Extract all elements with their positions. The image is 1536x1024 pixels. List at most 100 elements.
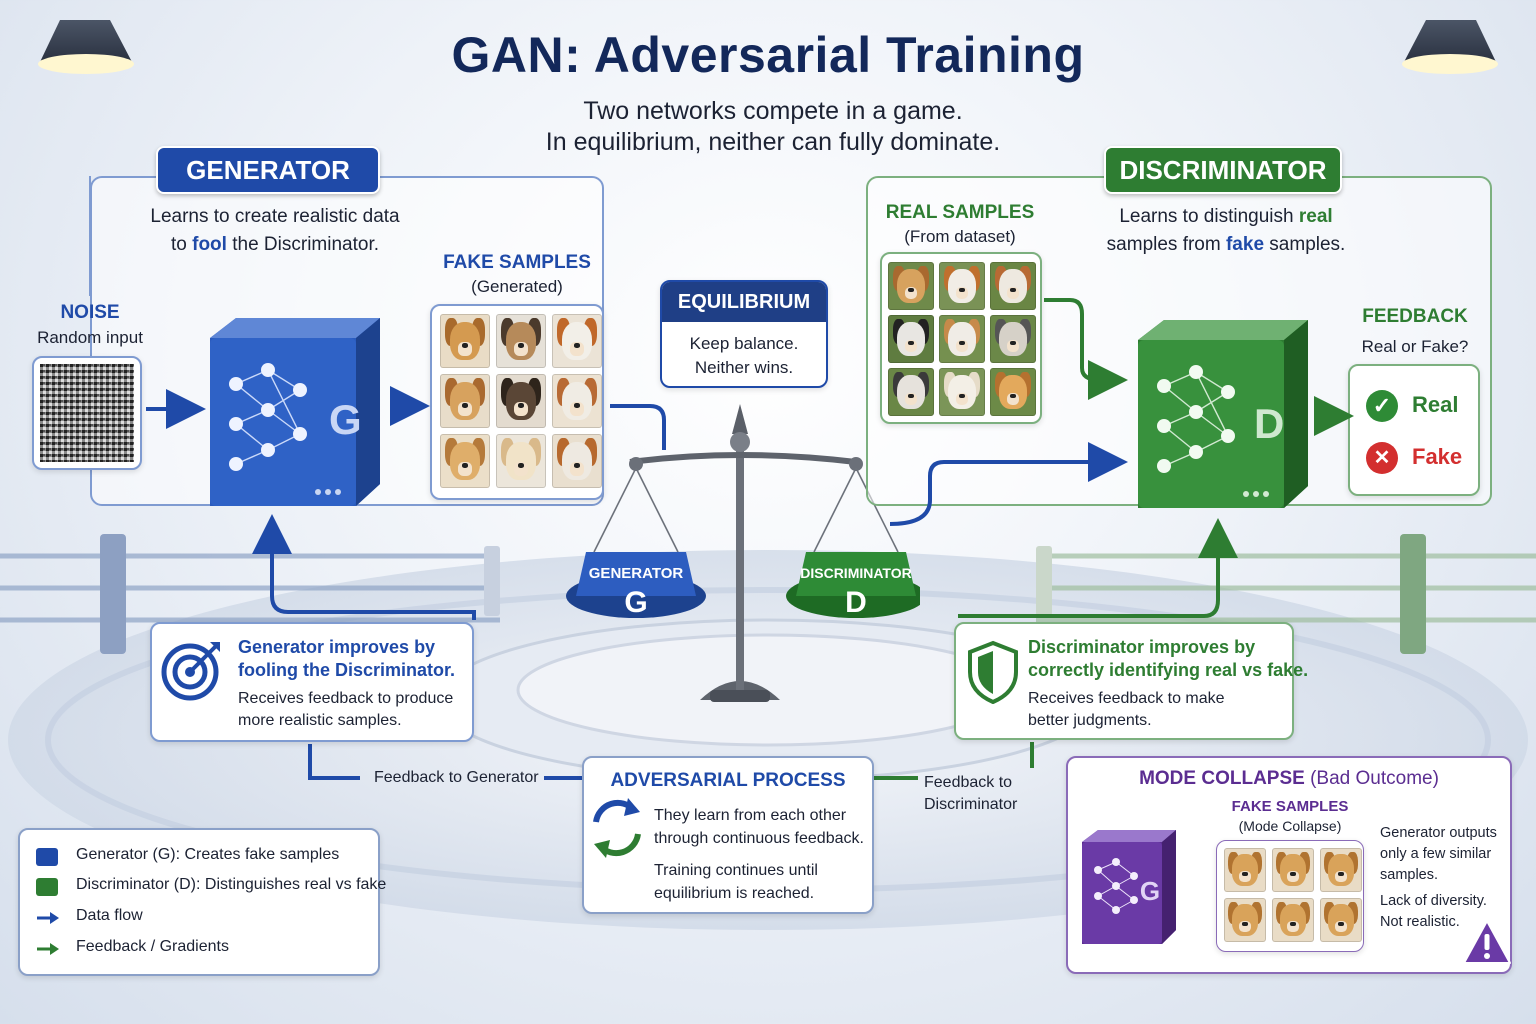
subtitle-line-1: Two networks compete in a game.	[583, 97, 963, 125]
mode-collapse-title-suffix: (Bad Outcome)	[1304, 768, 1439, 789]
mode-collapse-heading: MODE COLLAPSE (Bad Outcome)	[1068, 768, 1510, 790]
discriminator-network-block: D	[1138, 320, 1308, 508]
noise-image	[40, 364, 134, 462]
discriminator-improves-text: Discriminator improves by correctly iden…	[1028, 636, 1308, 732]
mode-collapse-sample-image	[1272, 898, 1314, 942]
real-sample-image	[888, 262, 934, 310]
discriminator-heading: DISCRIMINATOR	[1104, 146, 1342, 194]
real-samples-title: REAL SAMPLES	[885, 202, 1035, 223]
real-sample-image	[888, 368, 934, 416]
mode-collapse-samples-title: FAKE SAMPLES	[1231, 798, 1349, 815]
feedback-sublabel: Real or Fake?	[1361, 337, 1469, 356]
fake-sample-image	[552, 434, 602, 488]
feedback-title: FEEDBACK	[1362, 306, 1468, 327]
scale-left-label: GENERATOR	[589, 565, 684, 582]
real-sample-image	[939, 315, 985, 363]
real-sample-image	[990, 262, 1036, 310]
generator-network-block: G	[210, 318, 380, 506]
scale-left-letter: G	[624, 586, 647, 619]
mode-collapse-sample-image	[1224, 848, 1266, 892]
real-samples-label: REAL SAMPLES (From dataset)	[876, 202, 1044, 247]
adversarial-process-heading: ADVERSARIAL PROCESS	[610, 770, 846, 791]
mode-collapse-note2-line-2: Not realistic.	[1380, 914, 1460, 930]
adversarial-body1-line-1: They learn from each other	[654, 807, 847, 824]
subtitle-line-2: In equilibrium, neither can fully domina…	[545, 128, 1001, 156]
fake-sample-image	[440, 434, 490, 488]
noise-sublabel: Random input	[37, 328, 143, 347]
fake-sample-image	[496, 374, 546, 428]
fake-samples-grid	[440, 314, 602, 488]
discriminator-description-end: samples.	[1264, 234, 1346, 255]
mode-collapse-notes: Generator outputs only a few similar sam…	[1380, 823, 1504, 933]
mode-collapse-samples-sublabel: (Mode Collapse)	[1238, 818, 1342, 834]
generator-description-end: the Discriminator.	[226, 234, 379, 255]
fake-sample-image	[440, 314, 490, 368]
mode-collapse-sample-image	[1272, 848, 1314, 892]
mode-collapse-sample-image	[1320, 898, 1362, 942]
legend-label: Discriminator (D): Distinguishes real vs…	[76, 876, 387, 893]
scale-right-label: DISCRIMINATOR	[800, 565, 911, 581]
adversarial-body2-line-2: equilibrium is reached.	[654, 885, 815, 902]
discriminator-description-start: Learns to distinguish	[1119, 206, 1299, 227]
discriminator-description: Learns to distinguish real samples from …	[1076, 203, 1376, 259]
real-sample-image	[939, 368, 985, 416]
fake-samples-title: FAKE SAMPLES	[443, 252, 591, 273]
real-sample-image	[888, 315, 934, 363]
generator-improves-body-1: Receives feedback to produce	[238, 690, 454, 707]
discriminator-improves-title-1: Discriminator improves by	[1028, 637, 1256, 657]
discriminator-improves-body-2: better judgments.	[1028, 712, 1152, 729]
adversarial-body2-line-1: Training continues until	[654, 862, 818, 879]
fake-sample-image	[496, 314, 546, 368]
discriminator-improves-body-1: Receives feedback to make	[1028, 690, 1225, 707]
mode-collapse-note1-line-2: only a few similar	[1380, 846, 1492, 862]
discriminator-description-middle: samples from	[1106, 234, 1226, 255]
equilibrium-line-1: Keep balance.	[689, 334, 799, 353]
generator-description-to: to	[171, 234, 193, 255]
real-samples-grid	[888, 262, 1036, 416]
noise-title: NOISE	[60, 302, 120, 323]
equilibrium-heading: EQUILIBRIUM	[662, 282, 826, 322]
generator-improves-title-2: fooling the Discriminator.	[238, 660, 456, 680]
fake-sample-image	[440, 374, 490, 428]
adversarial-process-text: They learn from each other through conti…	[654, 804, 870, 905]
generator-improves-text: Generator improves by fooling the Discri…	[238, 636, 470, 732]
page-subtitle: Two networks compete in a game. In equil…	[0, 96, 1536, 158]
legend-label: Feedback / Gradients	[76, 938, 229, 955]
feedback-to-discriminator-line-2: Discriminator	[924, 796, 1018, 813]
feedback-label: FEEDBACK Real or Fake?	[1340, 306, 1490, 357]
mode-collapse-sample-image	[1320, 848, 1362, 892]
equilibrium-line-2: Neither wins.	[694, 358, 794, 377]
discriminator-description-fake: fake	[1225, 234, 1265, 255]
arrow-right-icon	[36, 940, 59, 958]
legend-label: Generator (G): Creates fake samples	[76, 846, 340, 863]
mode-collapse-block-letter: G	[1140, 876, 1160, 906]
feedback-real-label: Real	[1412, 392, 1459, 417]
equilibrium-text: Keep balance. Neither wins.	[662, 332, 826, 380]
noise-label: NOISE Random input	[20, 302, 160, 348]
generator-description-line-1: Learns to create realistic data	[150, 206, 400, 227]
feedback-to-discriminator-label: Feedback to Discriminator	[924, 772, 1017, 816]
generator-description-fool: fool	[192, 234, 227, 255]
generator-improves-title-1: Generator improves by	[238, 637, 436, 657]
legend	[18, 828, 380, 976]
legend-swatch	[36, 878, 58, 896]
fake-samples-label: FAKE SAMPLES (Generated)	[432, 252, 602, 297]
mode-collapse-grid	[1224, 848, 1362, 942]
feedback-box: ✓ Real ✕ Fake	[1348, 364, 1480, 496]
legend-swatch	[36, 848, 58, 866]
real-sample-image	[990, 368, 1036, 416]
mode-collapse-generator-block: G	[1082, 830, 1176, 944]
page-title: GAN: Adversarial Training	[451, 27, 1085, 83]
feedback-fake-label: Fake	[1412, 444, 1463, 469]
discriminator-description-real: real	[1298, 206, 1333, 227]
warning-icon	[1463, 920, 1511, 964]
generator-description: Learns to create realistic data to fool …	[110, 203, 440, 259]
discriminator-improves-card	[954, 622, 1294, 740]
mode-collapse-note1-line-3: samples.	[1380, 867, 1439, 883]
fake-samples-sublabel: (Generated)	[471, 277, 563, 296]
arrow-right-icon	[36, 909, 59, 927]
generator-improves-body-2: more realistic samples.	[238, 712, 402, 729]
adversarial-process-card	[582, 756, 874, 914]
discriminator-block-letter: D	[1254, 400, 1284, 447]
fake-sample-image	[552, 314, 602, 368]
